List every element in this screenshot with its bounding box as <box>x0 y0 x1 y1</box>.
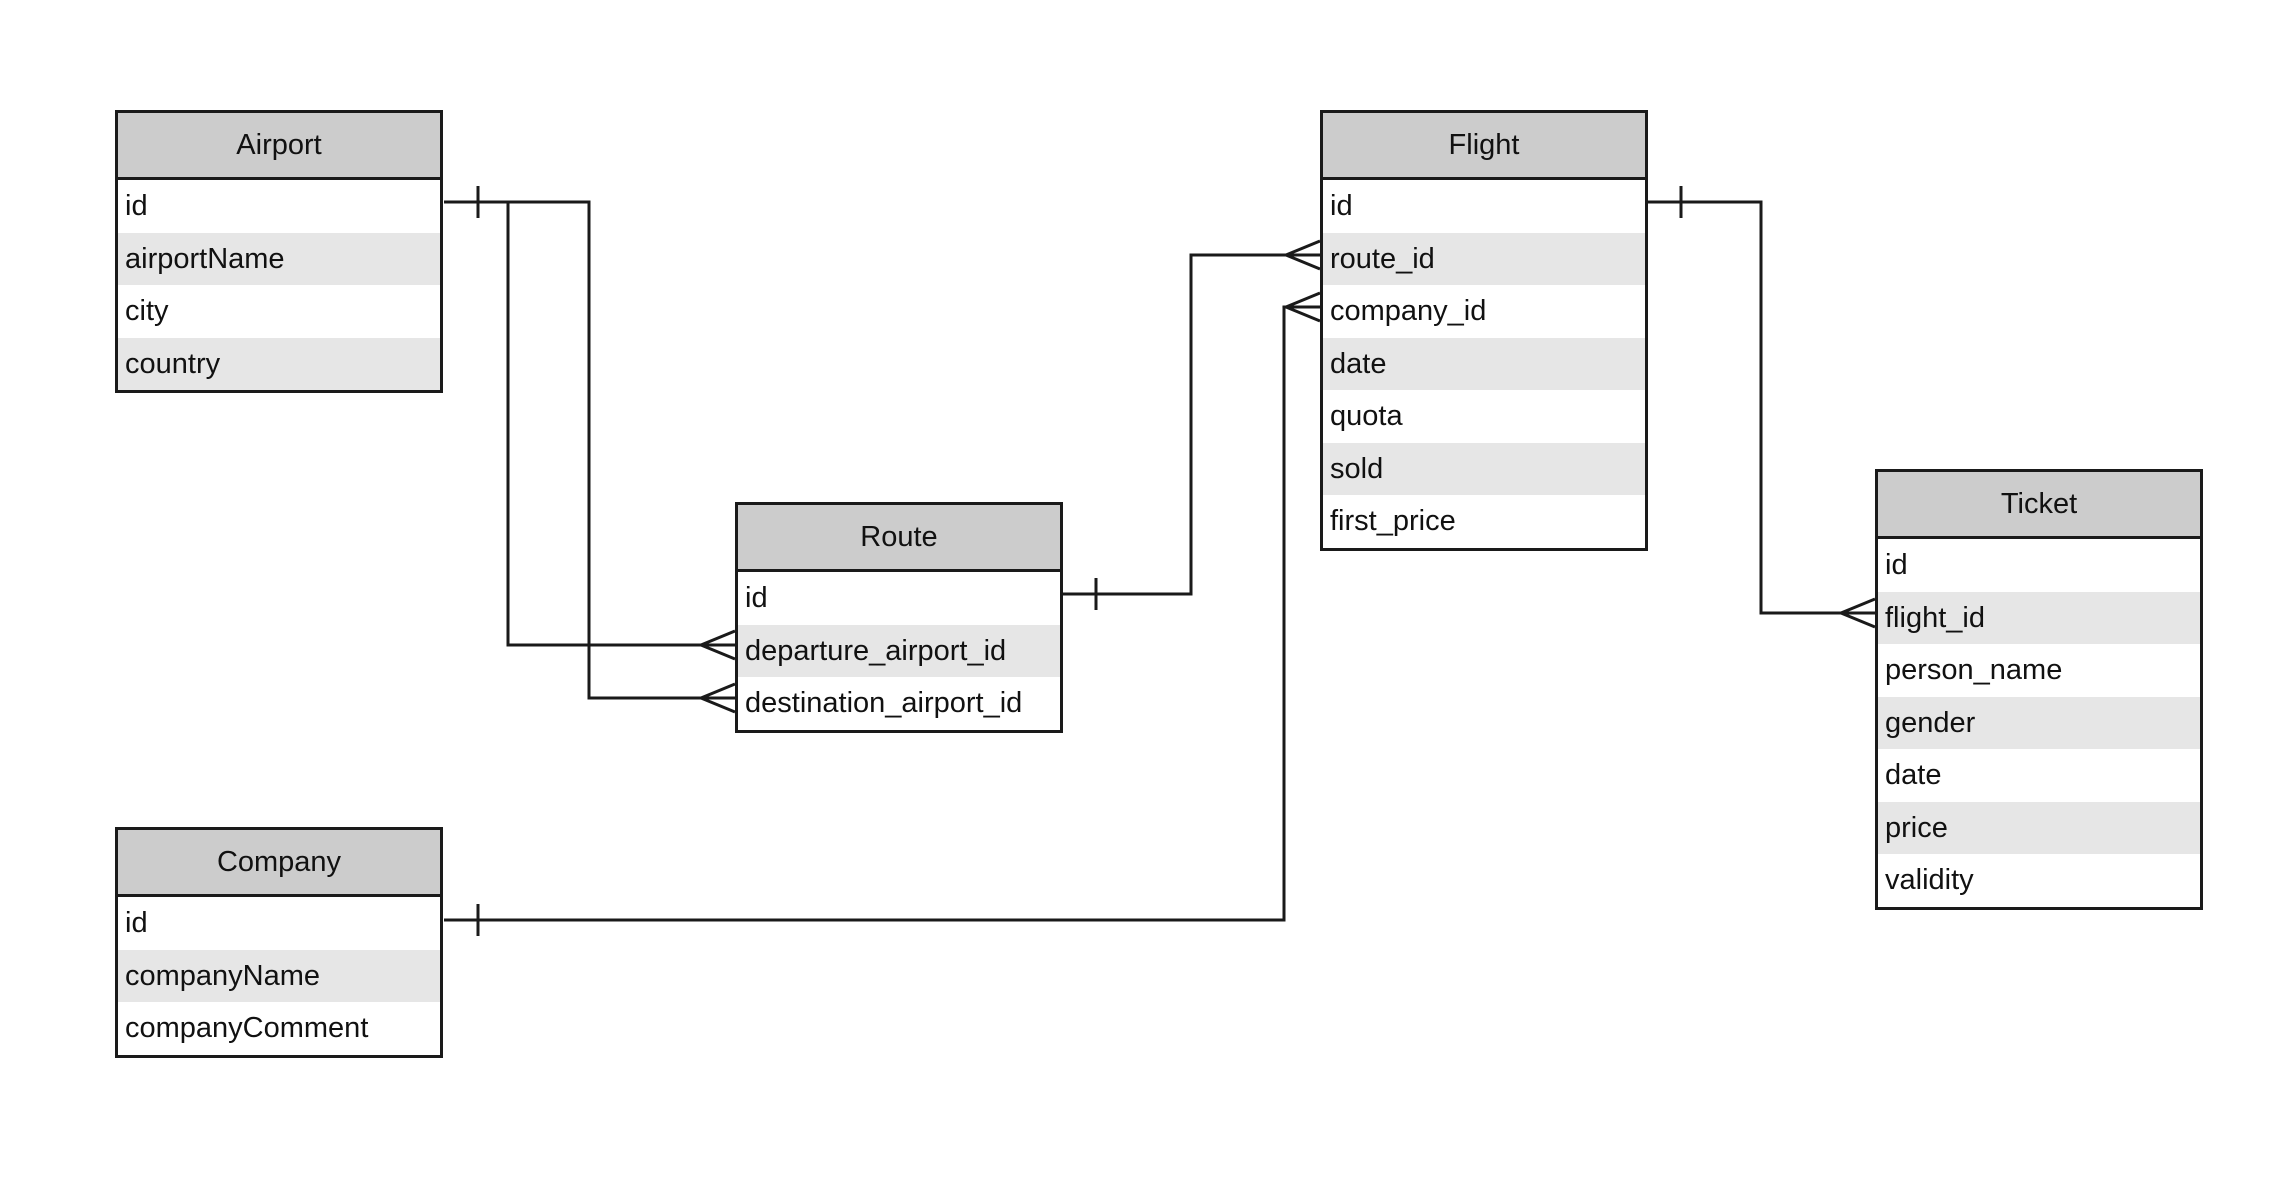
crows-foot-marker <box>1837 597 1876 629</box>
field-date: date <box>1323 337 1645 390</box>
entity-airport: Airport id airportName city country <box>115 110 443 393</box>
field-id: id <box>1330 190 1353 222</box>
entity-title: Airport <box>118 113 440 180</box>
entity-flight: Flight id route_id company_id date quota… <box>1320 110 1648 551</box>
field-companyname: companyName <box>118 949 440 1002</box>
field-price: price <box>1878 801 2200 854</box>
field-route-id: route_id <box>1323 232 1645 285</box>
field-company-id: company_id <box>1330 295 1487 327</box>
field-airportname: airportName <box>118 232 440 285</box>
field-id: id <box>125 907 148 939</box>
field-quota: quota <box>1330 400 1403 432</box>
field-sold: sold <box>1323 442 1645 495</box>
field-city: city <box>125 295 169 327</box>
entity-title: Flight <box>1323 113 1645 180</box>
entity-company: Company id companyName companyComment <box>115 827 443 1058</box>
field-gender: gender <box>1878 696 2200 749</box>
entity-route: Route id departure_airport_id destinatio… <box>735 502 1063 733</box>
field-country: country <box>118 337 440 390</box>
field-id: id <box>1885 549 1908 581</box>
field-flight-id: flight_id <box>1878 591 2200 644</box>
rel-flight-ticket <box>1647 186 1876 629</box>
field-first-price: first_price <box>1330 505 1456 537</box>
rel-airport-route-destination <box>508 200 736 714</box>
crows-foot-marker <box>1282 291 1321 323</box>
field-id: id <box>125 190 148 222</box>
field-companycomment: companyComment <box>125 1012 369 1044</box>
entity-title: Route <box>738 505 1060 572</box>
rel-route-flight <box>1061 239 1321 610</box>
rel-airport-route-departure <box>444 186 736 661</box>
rel-company-flight <box>444 291 1321 936</box>
crows-foot-marker <box>697 629 736 661</box>
entity-title: Ticket <box>1878 472 2200 539</box>
crows-foot-marker <box>1282 239 1321 271</box>
crows-foot-marker <box>697 682 736 714</box>
entity-title: Company <box>118 830 440 897</box>
field-person-name: person_name <box>1885 654 2063 686</box>
field-destination-airport-id: destination_airport_id <box>745 687 1023 719</box>
field-validity: validity <box>1885 864 1974 896</box>
field-date: date <box>1885 759 1942 791</box>
entity-ticket: Ticket id flight_id person_name gender d… <box>1875 469 2203 910</box>
field-id: id <box>745 582 768 614</box>
field-departure-airport-id: departure_airport_id <box>738 624 1060 677</box>
